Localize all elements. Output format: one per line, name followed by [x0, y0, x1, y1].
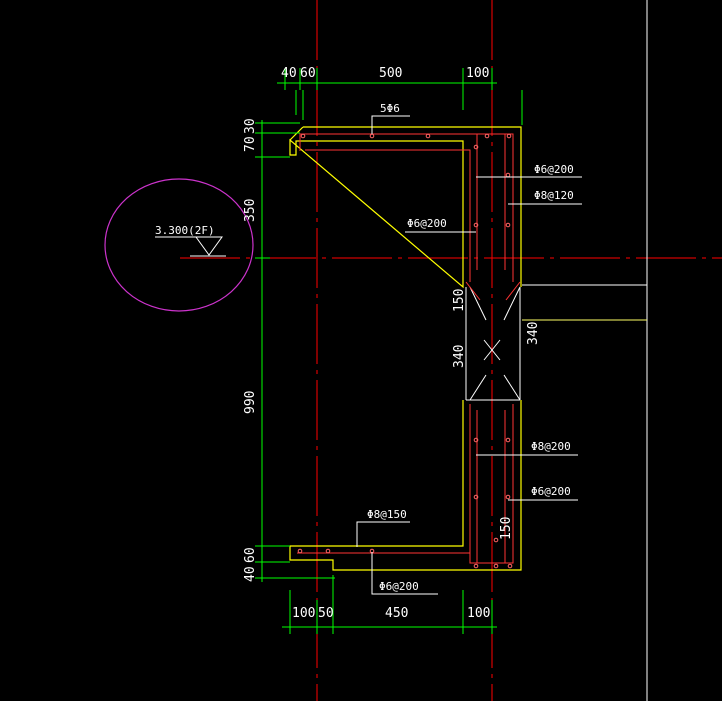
- rebar-lines: [297, 133, 514, 564]
- dim-opening-340-left: 340: [452, 345, 467, 368]
- dim-bottom-450: 450: [385, 606, 408, 621]
- label-bottom-top: Φ8@150: [367, 508, 407, 521]
- dim-left-990: 990: [243, 391, 258, 414]
- opening-dimensions: 150 340 340 150: [452, 289, 541, 540]
- dim-bottom-50: 50: [318, 606, 334, 621]
- dim-top-60: 60: [300, 66, 316, 81]
- section-outline: [289, 126, 522, 571]
- dim-top-40: 40: [281, 66, 297, 81]
- dim-left-70: 70: [243, 136, 258, 152]
- label-right-mid: Φ8@200: [531, 440, 571, 453]
- level-triangle-icon: [155, 236, 226, 257]
- label-right-top-2: Φ8@120: [534, 189, 574, 202]
- axis-lines: [180, 0, 722, 701]
- rebar-labels: 5Φ6 Φ6@200 Φ8@120 Φ6@200 Φ8@200 Φ6@200 Φ…: [367, 102, 574, 593]
- label-right-low: Φ6@200: [531, 485, 571, 498]
- dim-left-60: 60: [243, 547, 258, 563]
- dim-top-100: 100: [466, 66, 489, 81]
- left-dimensions: 70 30 350 990 40 60: [243, 118, 335, 582]
- bottom-dimensions: 100 50 450 100: [282, 575, 497, 634]
- rebar-callouts: [356, 115, 582, 595]
- dim-opening-340-right: 340: [526, 322, 541, 345]
- rebar-dots: [297, 133, 513, 569]
- dim-left-30: 30: [243, 118, 258, 134]
- level-mark-text: 3.300(2F): [155, 224, 215, 237]
- dim-opening-150-left: 150: [452, 289, 467, 312]
- dim-bottom-100: 100: [292, 606, 315, 621]
- label-top-bars: 5Φ6: [380, 102, 400, 115]
- dim-left-40: 40: [243, 566, 258, 582]
- dim-opening-150-bottom: 150: [499, 517, 514, 540]
- label-inner-left: Φ6@200: [407, 217, 447, 230]
- level-symbol-circle: [104, 178, 254, 312]
- label-right-top-1: Φ6@200: [534, 163, 574, 176]
- dim-bottom-100b: 100: [467, 606, 490, 621]
- opening-diagonals: [465, 281, 521, 401]
- adjacent-slab: [522, 284, 647, 321]
- top-dimensions: 40 60 500 100: [277, 66, 523, 125]
- dim-left-350: 350: [243, 199, 258, 222]
- label-bottom-under: Φ6@200: [379, 580, 419, 593]
- dim-top-500: 500: [379, 66, 402, 81]
